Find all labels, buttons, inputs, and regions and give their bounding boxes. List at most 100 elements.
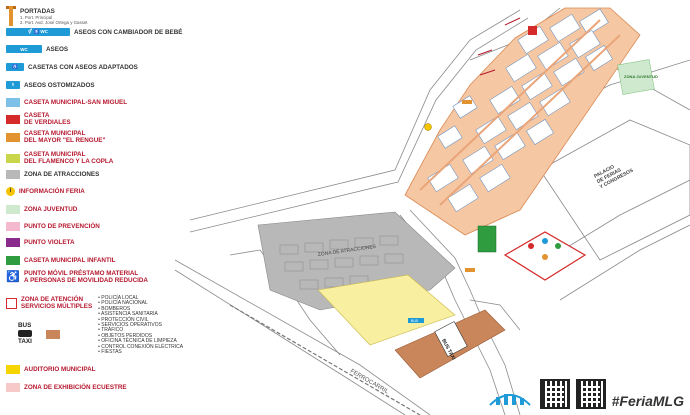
hashtag: #FeriaMLG: [611, 393, 684, 409]
rengue-title2: DEL MAYOR "EL RENGUE": [24, 137, 106, 144]
legend-movilidad: ♿ PUNTO MÓVIL PRÉSTAMO MATERIAL A PERSON…: [6, 270, 148, 284]
swatch-yellow: [6, 365, 20, 374]
auditorio-title: AUDITORIO MUNICIPAL: [24, 366, 96, 373]
portada-icon: [6, 6, 16, 26]
verdiales-title1: CASETA: [24, 112, 50, 119]
portada-marker-1: [462, 100, 472, 104]
atencion-item: • TRÁFICO: [98, 327, 124, 334]
legend-prevencion: PUNTO DE PREVENCIÓN: [6, 222, 100, 231]
bus-icon: [18, 330, 32, 337]
ostomizados-title: ASEOS OSTOMIZADOS: [24, 81, 95, 89]
taxi-label: TAXI: [18, 338, 32, 345]
movilidad-title2: A PERSONAS DE MOVILIDAD REDUCIDA: [24, 277, 148, 284]
bustaxi-map-block: [434, 321, 468, 357]
juventud-title: ZONA JUVENTUD: [24, 206, 78, 213]
atencion-title1: ZONA DE ATENCIÓN: [21, 296, 84, 303]
malaga-logo-icon: [488, 394, 531, 406]
ostomy-icon: ⚕: [6, 81, 20, 89]
verdiales-title2: DE VERDIALES: [24, 119, 71, 126]
casetas-adaptados-title: CASETAS CON ASEOS ADAPTADOS: [28, 63, 138, 71]
accessible-toilet-icon: ♿: [6, 63, 24, 71]
atencion-item: • SERVICIOS OPERATIVOS: [98, 322, 162, 329]
portadas-line1: 1. Port. Principal: [20, 14, 53, 20]
legend-ecuestre: ZONA DE EXHIBICIÓN ECUESTRE: [6, 383, 127, 392]
bus-label: BUS: [18, 322, 32, 329]
atencion-item: • FIESTAS: [98, 349, 122, 356]
legend-auditorio: AUDITORIO MUNICIPAL: [6, 365, 95, 374]
prevencion-title: PUNTO DE PREVENCIÓN: [24, 223, 100, 230]
flamenco-title1: CASETA MUNICIPAL: [24, 151, 86, 158]
swatch-red-outline: [6, 298, 17, 309]
informacion-title: INFORMACIÓN FERIA: [19, 188, 85, 195]
qr-code-icon[interactable]: [539, 379, 570, 409]
atencion-item: • CONTROL CONEXIÓN ELÉCTRICA: [98, 343, 184, 350]
swatch-light-blue: [6, 98, 20, 107]
atencion-item: • PROTECCIÓN CIVIL: [98, 316, 149, 323]
legend-juventud: ZONA JUVENTUD: [6, 205, 77, 214]
atencion-item: • POLICÍA LOCAL: [98, 295, 139, 301]
legend-informacion: i INFORMACIÓN FERIA: [6, 187, 85, 196]
legend-atencion: ZONA DE ATENCIÓN SERVICIOS MÚLTIPLES • P…: [6, 295, 184, 356]
qr-code-icon[interactable]: [575, 379, 606, 409]
legend-casetas-adaptados: ♿ CASETAS CON ASEOS ADAPTADOS: [6, 63, 138, 71]
swatch-violet: [6, 238, 20, 247]
legend-atracciones: ZONA DE ATRACCIONES: [6, 170, 99, 179]
swatch-light-green: [6, 205, 20, 214]
portada-marker-2: [465, 268, 475, 272]
movilidad-title1: PUNTO MÓVIL PRÉSTAMO MATERIAL: [24, 270, 139, 277]
municipal-miguel-title: CASETA MUNICIPAL-SAN MIGUEL: [24, 99, 128, 106]
atracciones-title: ZONA DE ATRACCIONES: [24, 171, 100, 178]
footer: #FeriaMLG: [486, 379, 684, 409]
swatch-green: [6, 256, 20, 265]
legend-verdiales: CASETA DE VERDIALES: [6, 112, 71, 126]
palacio-label: PALACIO DE FERIAS Y CONGRESOS: [593, 157, 635, 191]
wheelchair-icon: ♿: [6, 271, 20, 283]
feria-paths: [419, 19, 621, 206]
bus-stop: [408, 318, 424, 323]
legend-rengue: CASETA MUNICIPAL DEL MAYOR "EL RENGUE": [6, 130, 105, 144]
palacio-ferias-outline: [539, 119, 690, 261]
swatch-light-pink: [6, 383, 20, 392]
wc-icon: WC: [6, 45, 42, 53]
atencion-item: • OFICINA TÉCNICA DE LIMPIEZA: [98, 338, 177, 345]
ecuestre-title: ZONA DE EXHIBICIÓN ECUESTRE: [24, 384, 127, 391]
atencion-item: • BOMBEROS: [98, 305, 131, 312]
flamenco-title2: DEL FLAMENCO Y LA COPLA: [24, 158, 114, 165]
zona-juventud-area: [617, 59, 655, 95]
atracciones-blocks: [279, 235, 404, 290]
baby-changing-icon: ⚥ ♿ WC: [6, 28, 70, 36]
portadas-title: PORTADAS: [20, 7, 55, 15]
juventud-map-label: ZONA JUVENTUD: [624, 74, 658, 79]
infantil-title: CASETA MUNICIPAL INFANTIL: [24, 257, 116, 264]
legend-ostomizados: ⚕ ASEOS OSTOMIZADOS: [6, 81, 95, 89]
portadas-line2: 2. Port. Avd. José Ortega y Gasset: [20, 19, 88, 25]
swatch-brown: [46, 330, 60, 339]
bus-stop-label: BUS: [411, 319, 419, 323]
map-legend: PORTADAS 1. Port. Principal 2. Port. Avd…: [0, 0, 184, 415]
parking-area: [317, 274, 456, 346]
swatch-orange: [6, 132, 20, 142]
swatch-pink: [6, 222, 20, 231]
legend-flamenco: CASETA MUNICIPAL DEL FLAMENCO Y LA COPLA: [6, 151, 113, 165]
legend-infantil: CASETA MUNICIPAL INFANTIL: [6, 256, 115, 265]
swatch-gray: [6, 170, 20, 179]
legend-aseos-bebe: ⚥ ♿ WC ASEOS CON CAMBIADOR DE BEBÉ: [6, 28, 182, 36]
info-icon: i: [6, 187, 15, 196]
caseta-verdiales-marker: [528, 26, 537, 35]
legend-aseos: WC ASEOS: [6, 45, 68, 53]
aseos-title: ASEOS: [46, 45, 69, 53]
caseta-infantil-marker: [477, 225, 497, 253]
legend-municipal-miguel: CASETA MUNICIPAL-SAN MIGUEL: [6, 98, 127, 107]
rengue-title1: CASETA MUNICIPAL: [24, 130, 86, 137]
legend-portadas: PORTADAS 1. Port. Principal 2. Port. Avd…: [6, 6, 88, 26]
info-marker: [424, 123, 432, 131]
ferrocarril-line: [229, 304, 421, 415]
atencion-item: • ASISTENCIA SANITARIA: [98, 311, 158, 318]
service-zone: [503, 231, 587, 281]
atencion-item: • POLICÍA NACIONAL: [98, 300, 148, 307]
direction-arrows: [477, 17, 521, 76]
violeta-title: PUNTO VIOLETA: [24, 239, 75, 246]
legend-violeta: PUNTO VIOLETA: [6, 238, 75, 247]
aseos-bebe-title: ASEOS CON CAMBIADOR DE BEBÉ: [74, 28, 183, 36]
